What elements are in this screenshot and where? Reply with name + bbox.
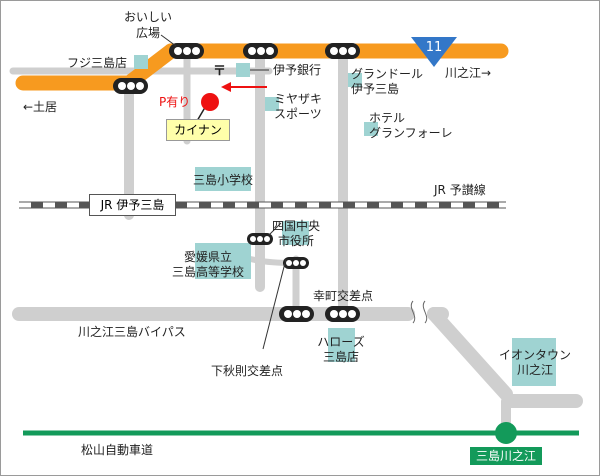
destination-name-box: カイナン xyxy=(166,119,230,141)
station-label-box: JR 伊予三島 xyxy=(89,194,176,216)
city-hall-leader-line xyxy=(268,222,282,236)
traffic-light-icon xyxy=(283,257,309,269)
traffic-light-icon xyxy=(325,306,360,322)
break-mark-2 xyxy=(422,300,428,324)
traffic-light-icon xyxy=(279,306,314,322)
label-aeon-town: イオンタウン 川之江 xyxy=(498,348,571,377)
label-city-hall: 四国中央 市役所 xyxy=(271,219,320,248)
leader-lines xyxy=(160,34,287,350)
traffic-light-icon xyxy=(243,43,278,59)
city-hall-block xyxy=(282,221,309,245)
label-miyazaki-sports: ミヤザキ スポーツ xyxy=(274,92,323,121)
break-mark-1 xyxy=(410,300,416,324)
road-break-marks xyxy=(410,300,428,324)
traffic-light-icon xyxy=(113,78,148,94)
bank-building-icon xyxy=(236,63,250,77)
grand-dore-building-icon xyxy=(348,73,362,87)
interchange-label-box: 三島川之江 xyxy=(470,447,542,465)
harose-block xyxy=(328,328,355,362)
label-saiwaicho: 幸町交差点 xyxy=(313,289,374,303)
label-jr-line: JR 予讃線 xyxy=(434,183,486,197)
elementary-school-block xyxy=(195,167,251,191)
destination-marker xyxy=(196,93,219,122)
label-parking: P有り xyxy=(159,95,191,109)
direction-arrow-icon xyxy=(221,82,267,92)
oishii-leader-line xyxy=(160,34,177,47)
route-11-bend xyxy=(121,43,179,91)
hotel-building-icon xyxy=(364,122,378,136)
label-expressway: 松山自動車道 xyxy=(81,443,154,457)
shimoakinori-leader-line xyxy=(262,258,287,350)
route-11-shield-icon xyxy=(411,37,457,67)
traffic-light-icon xyxy=(247,233,273,245)
label-direction-east: 川之江→ xyxy=(445,66,492,80)
destination-pin-icon xyxy=(201,93,219,111)
miyazaki-building-icon xyxy=(265,97,279,111)
aeon-block xyxy=(512,338,556,386)
label-direction-west: ←土居 xyxy=(23,100,58,114)
expressway xyxy=(23,422,579,444)
label-bypass: 川之江三島バイパス xyxy=(78,325,186,339)
traffic-light-icon xyxy=(169,43,204,59)
label-mishima-elementary: 三島小学校 xyxy=(192,173,253,187)
traffic-signals xyxy=(113,43,360,322)
fuji-building-icon xyxy=(134,55,148,69)
label-mishima-high: 愛媛県立 三島高等学校 xyxy=(171,250,244,279)
label-hotel-grand: ホテル グランフォーレ xyxy=(369,111,453,140)
interchange-icon xyxy=(495,422,517,444)
route-11-number: 11 xyxy=(425,40,443,55)
label-harose: ハローズ 三島店 xyxy=(317,335,365,364)
landmark-blocks xyxy=(134,55,556,386)
label-iyo-bank: 伊予銀行 xyxy=(273,63,322,77)
traffic-light-icon xyxy=(325,43,360,59)
label-grand-dore: グランドール 伊予三島 xyxy=(351,67,424,96)
label-fuji-mishima: フジ三島店 xyxy=(66,56,127,70)
post-office-icon: 〒 xyxy=(213,64,227,79)
bypass-road-diagonal xyxy=(427,307,513,401)
high-school-block xyxy=(195,243,251,279)
label-shimoakinori: 下秋則交差点 xyxy=(211,364,284,378)
label-oishii-hiroba: おいしい 広場 xyxy=(123,10,172,40)
